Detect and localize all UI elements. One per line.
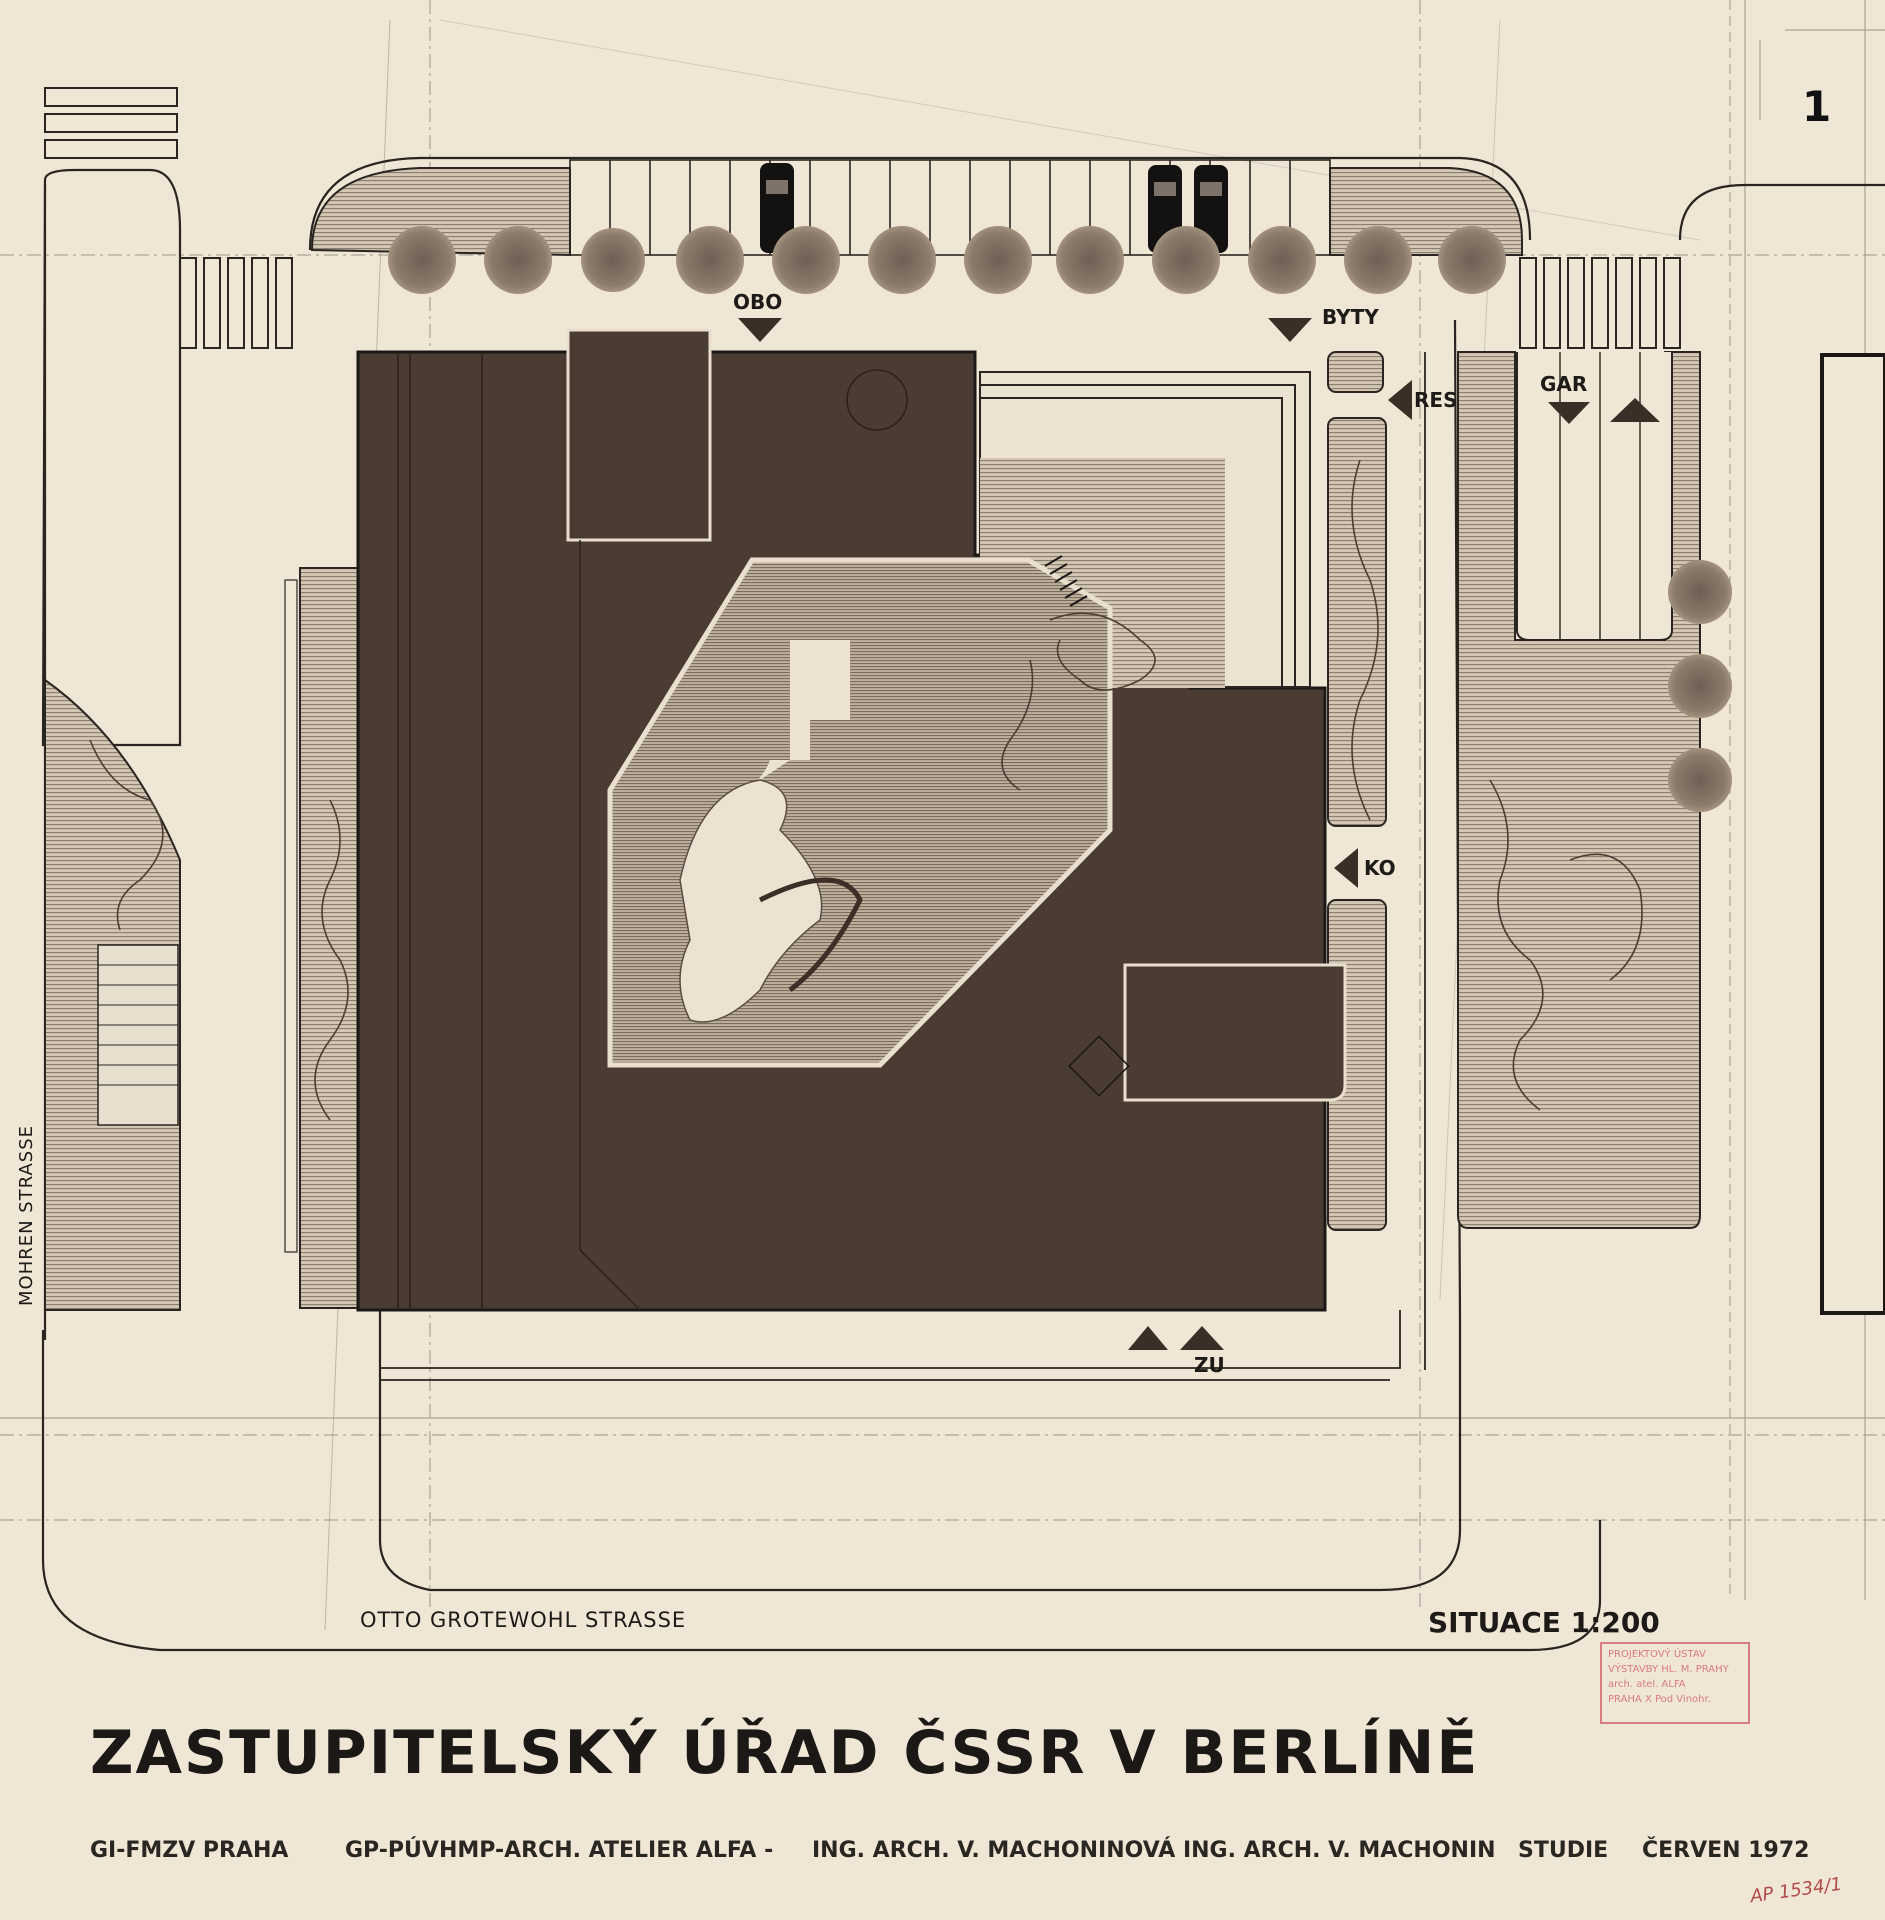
garden-paths xyxy=(89,459,1643,1121)
arrow-left-icon xyxy=(1388,380,1412,420)
credit-phase: STUDIE xyxy=(1518,1838,1609,1863)
label-ko: KO xyxy=(1364,856,1396,880)
tree-icon xyxy=(1668,560,1732,624)
tree-icon xyxy=(1152,226,1220,294)
crosswalks xyxy=(44,87,1681,349)
arrow-up-icon xyxy=(1128,1326,1168,1350)
tree-icon xyxy=(388,226,456,294)
tree-icon xyxy=(1248,226,1316,294)
building-tower-north xyxy=(566,328,712,542)
tree-icon xyxy=(581,228,645,292)
arrow-down-icon xyxy=(1268,318,1312,342)
tree-icon xyxy=(484,226,552,294)
stair-block xyxy=(97,944,179,1126)
arrow-left-icon xyxy=(1334,848,1358,888)
stair-hatch xyxy=(1044,555,1088,607)
scale-label: SITUACE 1:200 xyxy=(1428,1606,1660,1639)
tree-icon xyxy=(772,226,840,294)
street-label-south: OTTO GROTEWOHL STRASSE xyxy=(360,1608,687,1632)
planting-strip-building-west xyxy=(299,567,359,1309)
tree-icon xyxy=(1438,226,1506,294)
arrow-up-icon xyxy=(1180,1326,1224,1350)
tree-icon xyxy=(964,226,1032,294)
label-res: RES xyxy=(1414,388,1458,412)
planting-strip-east-2 xyxy=(1327,417,1387,827)
tree-icon xyxy=(1344,226,1412,294)
credit-client: GI-FMZV PRAHA xyxy=(90,1838,289,1863)
neighbour-building xyxy=(1820,353,1885,1315)
label-byty: BYTY xyxy=(1322,305,1379,329)
institution-stamp: PROJEKTOVÝ ÚSTAV VÝSTAVBY HL. M. PRAHY a… xyxy=(1600,1642,1750,1724)
tree-row xyxy=(388,226,1732,812)
label-obo: OBO xyxy=(733,290,783,314)
label-gar: GAR xyxy=(1540,372,1588,396)
arrow-down-icon xyxy=(1548,402,1590,424)
credit-studio: GP-PÚVHMP-ARCH. ATELIER ALFA - xyxy=(345,1838,774,1863)
entrance-arrows xyxy=(738,318,1660,1350)
planting-strip-east-1 xyxy=(1327,351,1384,393)
label-zu: ZU xyxy=(1194,1353,1225,1377)
street-label-west: MOHREN STRASSE xyxy=(16,1124,37,1306)
building-block-south-east xyxy=(1123,963,1347,1102)
credit-architects: ING. ARCH. V. MACHONINOVÁ ING. ARCH. V. … xyxy=(812,1838,1496,1863)
tree-icon xyxy=(1056,226,1124,294)
credit-date: ČERVEN 1972 xyxy=(1642,1838,1810,1863)
drawing-title: ZASTUPITELSKÝ ÚŘAD ČSSR V BERLÍNĚ xyxy=(90,1718,1480,1788)
tree-icon xyxy=(1668,654,1732,718)
sheet-number: 1 xyxy=(1802,82,1832,131)
tree-icon xyxy=(1668,748,1732,812)
tree-icon xyxy=(676,226,744,294)
planting-strip-far-east xyxy=(1457,351,1702,1229)
tree-icon xyxy=(868,226,936,294)
arrow-up-icon xyxy=(1610,398,1660,422)
arrow-down-icon xyxy=(738,318,782,342)
